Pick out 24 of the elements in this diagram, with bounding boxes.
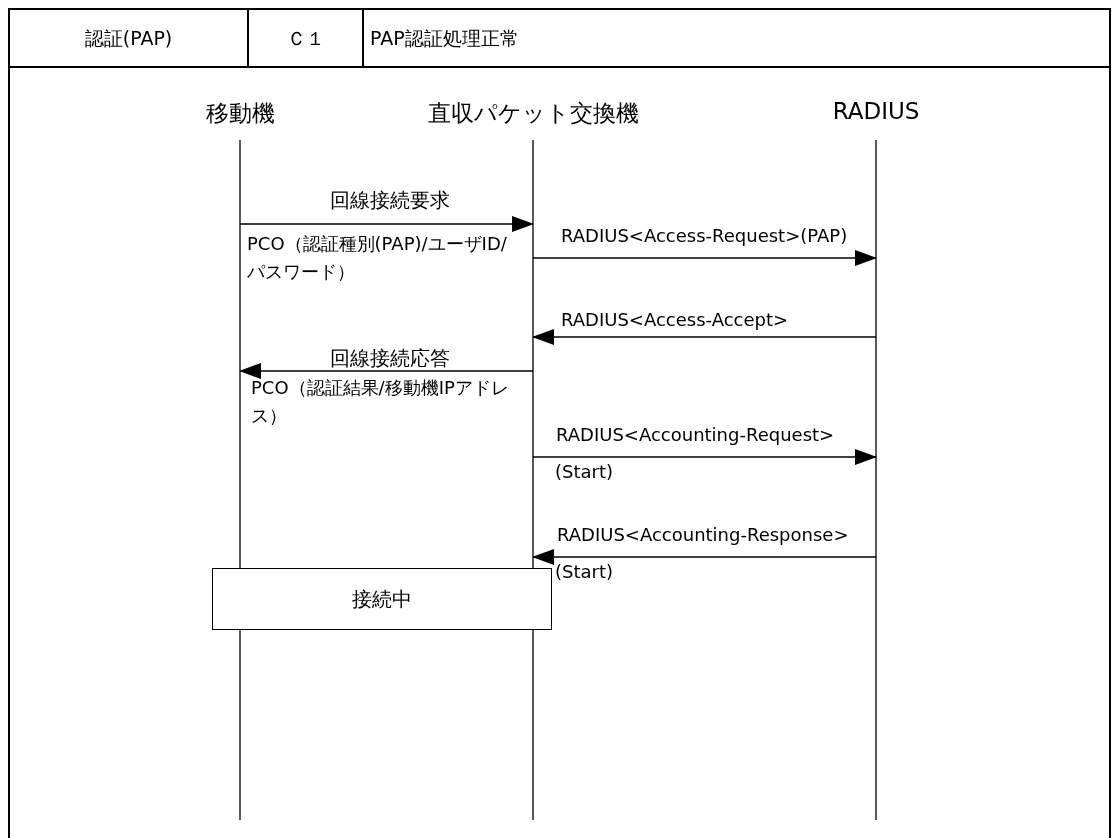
message-arrow [239,216,534,232]
message-label: 回線接続要求 [329,187,451,214]
message-arrow [239,363,534,379]
header-cell-text: 認証(PAP) [83,26,174,51]
message-note: (Start) [555,460,615,484]
state-text: 接続中 [352,585,412,613]
participant-name: RADIUS [831,98,921,124]
parameter-note: PCO（認証種別(PAP)/ユーザID/パスワード） [247,232,508,284]
parameter-note: PCO（認証結果/移動機IPアドレス） [251,376,510,428]
message-label: RADIUS<Accounting-Response> [557,524,849,546]
header-cell-text: PAP認証処理正常 [370,26,520,51]
message-arrow [532,250,877,266]
message-note: (Start) [555,560,615,584]
state-box [212,568,552,630]
message-arrow [532,329,877,345]
message-arrow [532,549,877,565]
participant-name: 直収パケット交換機 [426,99,640,128]
participant-name: 移動機 [204,99,276,128]
message-label: RADIUS<Access-Request>(PAP) [561,225,848,247]
message-label: RADIUS<Access-Accept> [561,309,789,331]
message-arrow [532,449,877,465]
message-label: 回線接続応答 [329,345,451,372]
message-label: RADIUS<Accounting-Request> [556,424,835,446]
header-cell-text: Ｃ１ [285,26,326,51]
